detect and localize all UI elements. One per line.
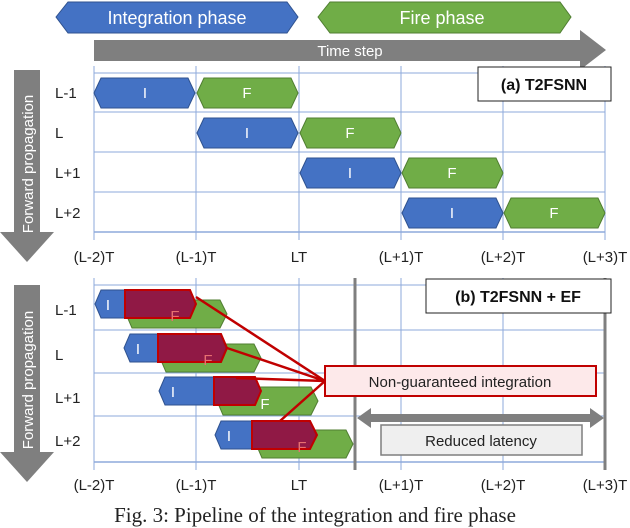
fire-bar: F xyxy=(401,157,504,189)
row-label: L xyxy=(55,125,63,142)
x-tick-label: (L-2)T xyxy=(74,249,115,266)
x-tick-label: (L+1)T xyxy=(379,477,424,494)
row-label: L xyxy=(55,347,63,364)
panel-a-bars: I F I F I F I F xyxy=(93,77,606,229)
svg-text:I: I xyxy=(450,205,454,222)
svg-text:Non-guaranteed integration: Non-guaranteed integration xyxy=(369,374,552,391)
x-tick-label: (L-1)T xyxy=(176,477,217,494)
non-guaranteed-callout: Non-guaranteed integration xyxy=(324,365,597,397)
x-tick-label: (L+2)T xyxy=(481,249,526,266)
row-label: L+2 xyxy=(55,205,80,222)
svg-text:F: F xyxy=(203,352,212,369)
x-tick-label: (L-1)T xyxy=(176,249,217,266)
svg-text:I: I xyxy=(106,297,110,314)
callout-lines xyxy=(195,295,326,422)
svg-text:F: F xyxy=(242,85,251,102)
fire-bar: F xyxy=(503,197,606,229)
row-label: L+2 xyxy=(55,433,80,450)
x-tick-label: (L+2)T xyxy=(481,477,526,494)
row-label: L-1 xyxy=(55,302,77,319)
integration-bar: I xyxy=(401,197,504,229)
svg-text:F: F xyxy=(345,125,354,142)
forward-propagation-label: Forward propagation xyxy=(20,311,37,449)
svg-text:I: I xyxy=(143,85,147,102)
row-label: L+1 xyxy=(55,390,80,407)
time-step-label: Time step xyxy=(317,43,382,60)
time-step-arrow: Time step xyxy=(94,30,606,70)
x-tick-label: (L-2)T xyxy=(74,477,115,494)
x-tick-label: (L+3)T xyxy=(583,249,628,266)
svg-text:Reduced latency: Reduced latency xyxy=(425,433,537,450)
x-tick-label: (L+3)T xyxy=(583,477,628,494)
panel-b-bars: I I I F I F F F xyxy=(94,289,354,459)
x-tick-label: LT xyxy=(291,477,307,494)
svg-text:F: F xyxy=(260,396,269,413)
svg-text:I: I xyxy=(171,384,175,401)
fire-bar: F xyxy=(299,117,402,149)
legend-integration-phase: Integration phase xyxy=(55,1,299,34)
integration-bar: I xyxy=(93,77,196,109)
forward-propagation-label: Forward propagation xyxy=(20,95,37,233)
svg-text:(a) T2FSNN: (a) T2FSNN xyxy=(501,77,587,94)
integration-bar: I xyxy=(299,157,402,189)
svg-text:I: I xyxy=(348,165,352,182)
row-label: L-1 xyxy=(55,85,77,102)
x-tick-label: (L+1)T xyxy=(379,249,424,266)
non-guaranteed-overlay xyxy=(124,289,319,450)
fire-bar: F xyxy=(196,77,299,109)
svg-text:F: F xyxy=(447,165,456,182)
forward-propagation-arrow-b: Forward propagation xyxy=(0,285,54,482)
legend-fire-phase: Fire phase xyxy=(317,1,572,34)
svg-text:I: I xyxy=(136,341,140,358)
reduced-latency-label: Reduced latency xyxy=(380,424,583,456)
svg-text:F: F xyxy=(170,308,179,325)
panel-b-title: (b) T2FSNN + EF xyxy=(425,278,612,314)
row-label: L+1 xyxy=(55,165,80,182)
panel-a-title: (a) T2FSNN xyxy=(477,66,612,102)
integration-phase-label: Integration phase xyxy=(107,8,246,28)
forward-propagation-arrow-a: Forward propagation xyxy=(0,70,54,262)
svg-text:F: F xyxy=(297,439,306,456)
integration-bar: I xyxy=(196,117,299,149)
figure-caption: Fig. 3: Pipeline of the integration and … xyxy=(114,503,516,527)
x-tick-label: LT xyxy=(291,249,307,266)
svg-text:I: I xyxy=(227,428,231,445)
reduced-latency-arrow xyxy=(357,408,604,428)
svg-text:I: I xyxy=(245,125,249,142)
svg-text:(b) T2FSNN + EF: (b) T2FSNN + EF xyxy=(455,289,581,306)
fire-phase-label: Fire phase xyxy=(399,8,484,28)
svg-text:F: F xyxy=(549,205,558,222)
